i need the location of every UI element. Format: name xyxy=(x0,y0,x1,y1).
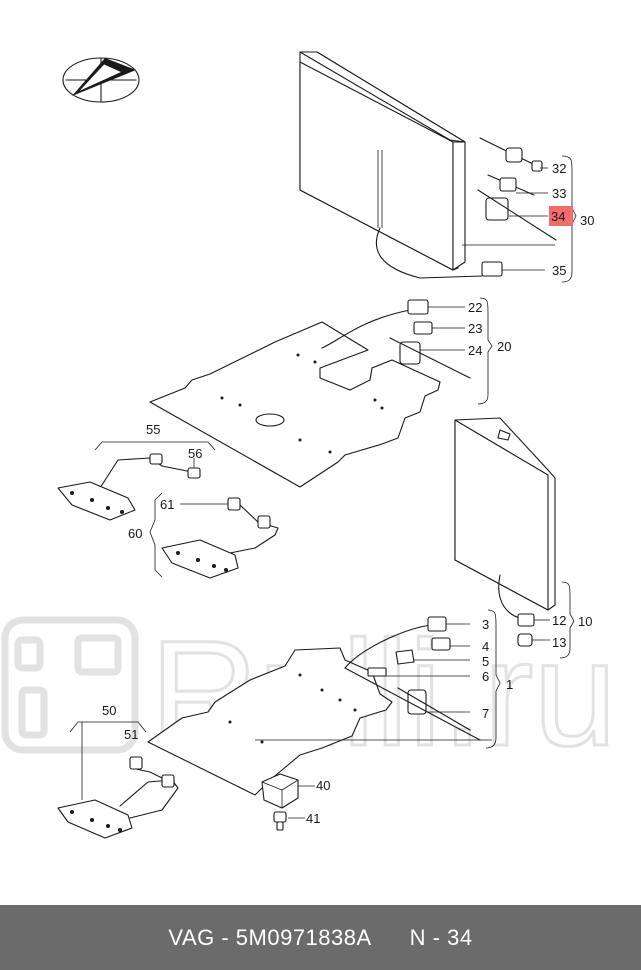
callout-40: 40 xyxy=(316,778,330,793)
callout-35: 35 xyxy=(552,263,566,278)
callout-4: 4 xyxy=(482,639,489,654)
callout-20: 20 xyxy=(497,339,511,354)
callout-6: 6 xyxy=(482,669,489,684)
callout-22: 22 xyxy=(468,300,482,315)
callout-3: 3 xyxy=(482,617,489,632)
mat-bracket-60 xyxy=(149,492,279,579)
callout-51: 51 xyxy=(124,727,138,742)
parts-diagram: Rulli.ru xyxy=(1,51,618,839)
callout-labels: 32 33 34 30 35 22 23 24 20 55 56 61 60 1… xyxy=(102,161,594,826)
seat-mat-1 xyxy=(147,609,501,796)
callout-13: 13 xyxy=(552,635,566,650)
sensor-parts-32-35 xyxy=(462,137,577,283)
callout-23: 23 xyxy=(468,321,482,336)
mat-bracket-50 xyxy=(57,721,179,839)
footer-bar: VAG - 5M0971838A N - 34 xyxy=(0,905,641,970)
callout-24: 24 xyxy=(468,343,482,358)
callout-61: 61 xyxy=(160,497,174,512)
callout-60: 60 xyxy=(128,526,142,541)
callout-7: 7 xyxy=(482,706,489,721)
callout-10: 10 xyxy=(578,614,592,629)
footer-position-ref: N - 34 xyxy=(409,924,473,950)
orientation-icon xyxy=(62,57,140,103)
callout-30: 30 xyxy=(580,213,594,228)
callout-56: 56 xyxy=(188,446,202,461)
callout-32: 32 xyxy=(552,161,566,176)
callout-12: 12 xyxy=(552,613,566,628)
control-unit-40-41 xyxy=(261,773,315,831)
callout-55: 55 xyxy=(146,422,160,437)
callout-5: 5 xyxy=(482,654,489,669)
mat-bracket-55 xyxy=(57,441,216,521)
callout-1: 1 xyxy=(506,677,513,692)
callout-33: 33 xyxy=(552,186,566,201)
callout-34: 34 xyxy=(551,209,565,224)
highlight-box-34 xyxy=(549,206,573,226)
footer-part-number: VAG - 5M0971838A xyxy=(168,924,372,950)
seat-mat-20 xyxy=(149,297,493,488)
callout-41: 41 xyxy=(306,811,320,826)
seat-backrest-top xyxy=(299,51,503,279)
seat-backrest-right xyxy=(454,417,575,659)
callout-50: 50 xyxy=(102,703,116,718)
